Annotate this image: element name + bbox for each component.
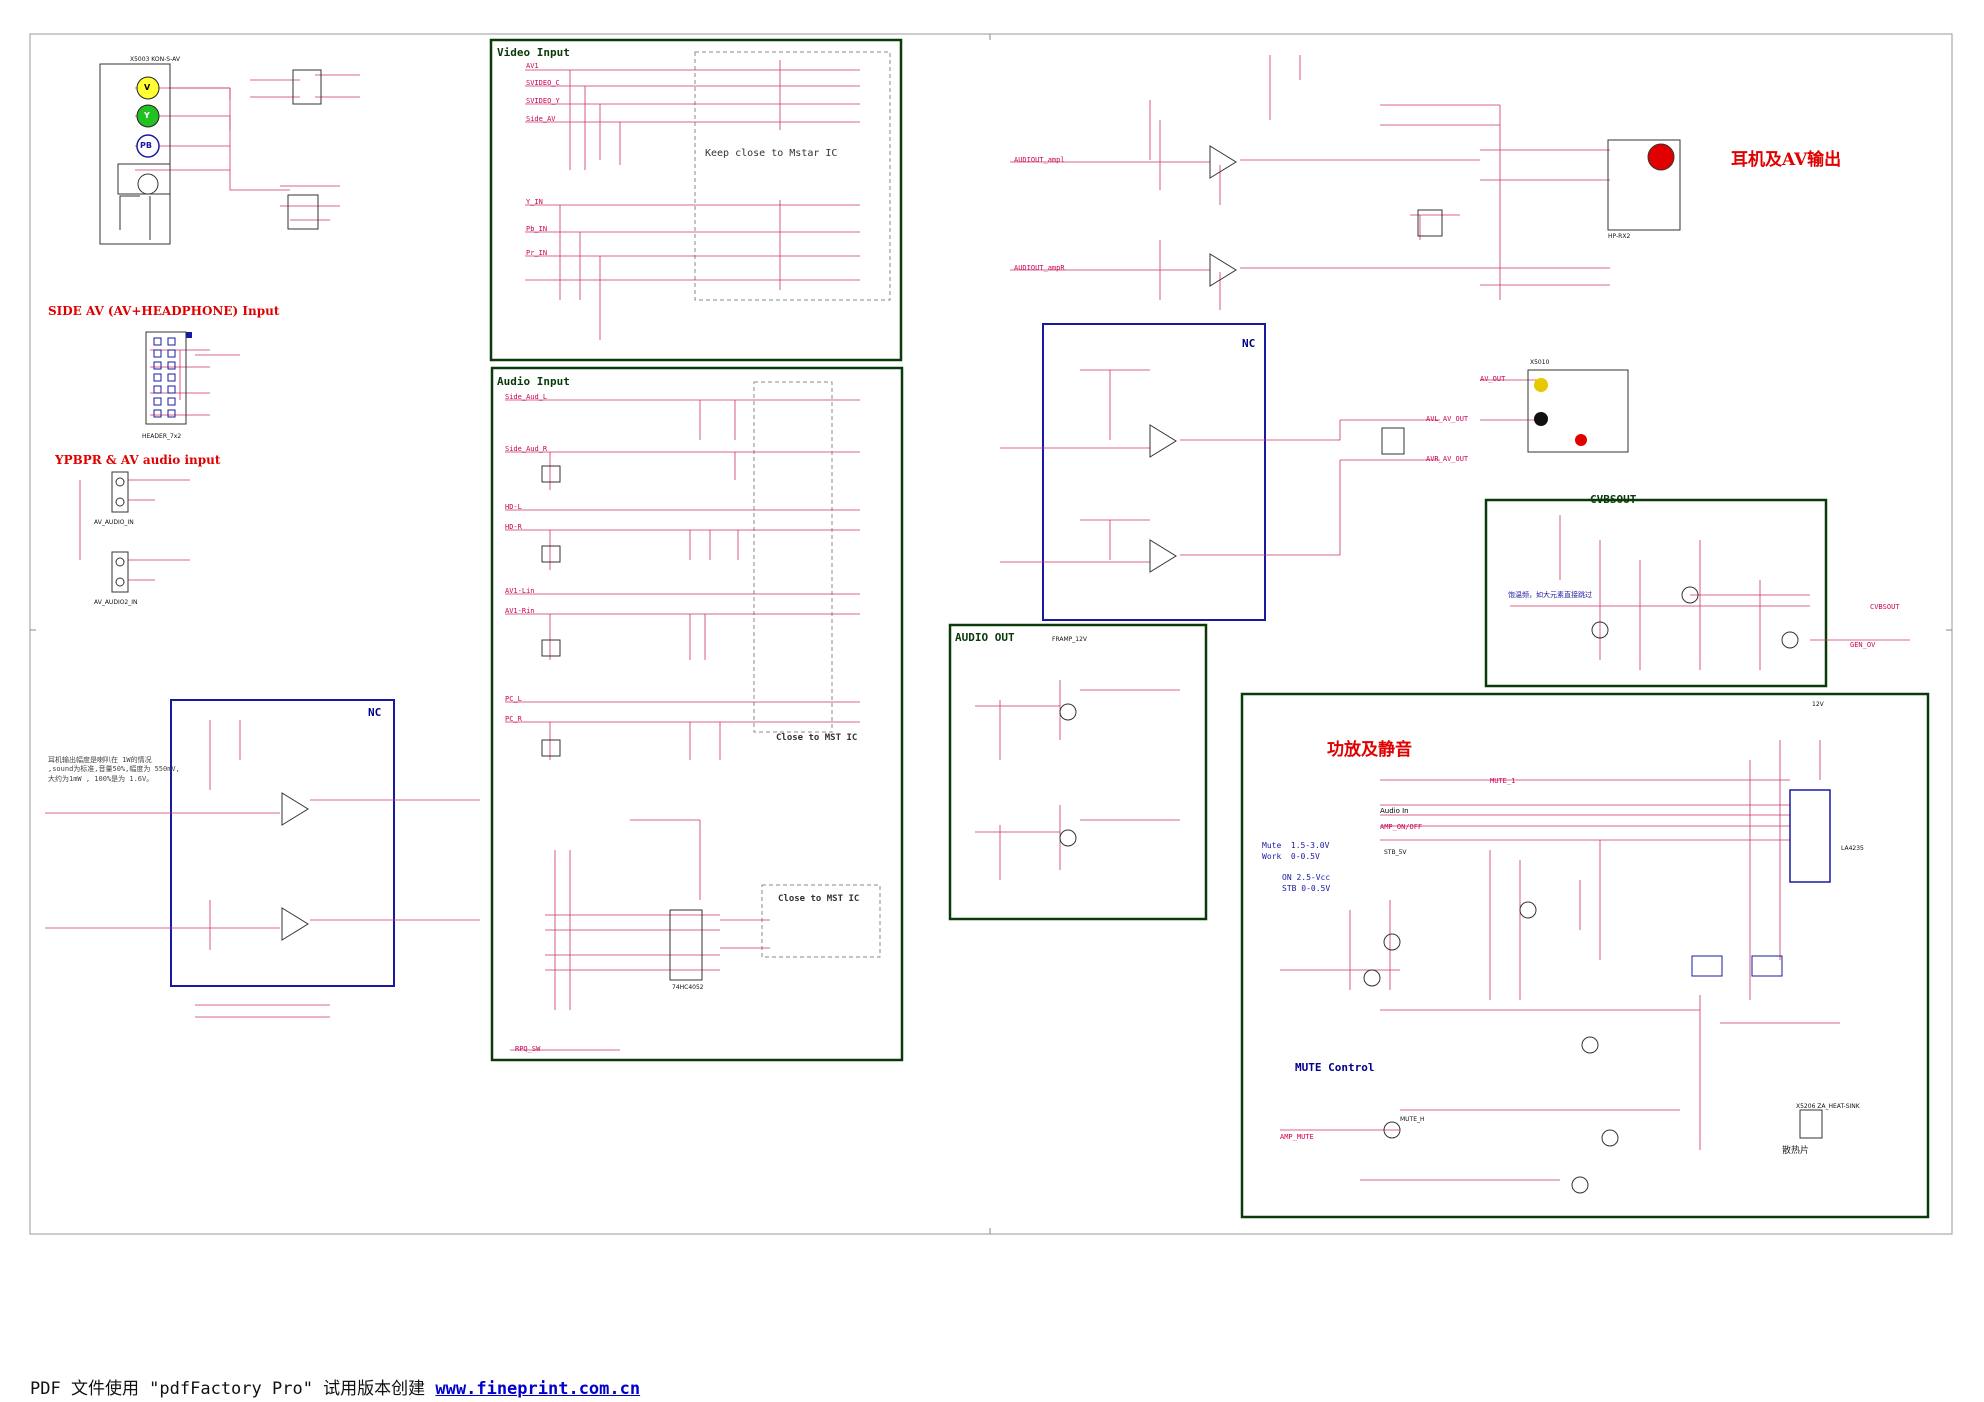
net-framp: FRAMP_12V <box>1052 636 1088 643</box>
net-rpq-sw: RPQ_SW <box>515 1045 541 1053</box>
keep-close-note: Keep close to Mstar IC <box>705 148 838 159</box>
amp-mute-box <box>1240 692 1930 1219</box>
close-mst-note-1: Close to MST IC <box>776 733 858 743</box>
net-av1-rin: AV1-Rin <box>505 607 535 615</box>
net-amp-onoff: AMP_ON/OFF <box>1380 823 1423 831</box>
nc-title-left: NC <box>368 706 382 719</box>
header-label: HEADER_7x2 <box>142 433 182 440</box>
net-pc-r: PC_R <box>505 715 522 723</box>
x5003-connector <box>99 63 171 245</box>
net-side-aud-r: Side_Aud_R <box>505 445 548 453</box>
x5010-label: X5010 <box>1530 359 1550 366</box>
net-svideo-c: SVIDEO_C <box>526 79 560 87</box>
heatsink-label: 散热片 <box>1782 1146 1810 1156</box>
footer-prefix: PDF 文件使用 "pdfFactory Pro" 试用版本创建 <box>30 1379 436 1399</box>
jack-letter-pb: PB <box>140 141 152 150</box>
audio-out-box <box>948 623 1208 921</box>
net-mute-h: MUTE_H <box>1400 1116 1425 1123</box>
side-av-caption: SIDE AV (AV+HEADPHONE) Input <box>48 304 280 318</box>
net-audio-in: Audio In <box>1380 807 1409 815</box>
jack-letter-y: Y <box>144 111 150 120</box>
net-gen-ov: GEN_OV <box>1850 641 1876 649</box>
x5003-label: X5003 KON-S-AV <box>130 56 180 63</box>
net-pr-in: Pr_IN <box>526 249 548 257</box>
net-pc-l: PC_L <box>505 695 522 703</box>
net-side-aud-l: Side_Aud_L <box>505 393 548 401</box>
hp-rx2-label: HP-RX2 <box>1608 233 1631 240</box>
ypbpr-caption: YPBPR & AV audio input <box>55 453 221 467</box>
on-stb-note: ON 2.5-Vcc STB 0-0.5V <box>1282 873 1331 894</box>
x5206-label: X5206 ZA_HEAT-SINK <box>1796 1103 1860 1110</box>
header-7x2 <box>145 331 192 425</box>
mute-levels-note: Mute 1.5-3.0V Work 0-0.5V <box>1262 841 1330 862</box>
net-svideo-y: SVIDEO_Y <box>526 97 560 105</box>
net-av1-lin: AV1-Lin <box>505 587 535 595</box>
cvbs-note: 饱温频，如大元素直接跳过 <box>1508 591 1592 599</box>
ic-74hc4052 <box>669 909 703 981</box>
74hc4052-label: 74HC4052 <box>672 984 704 991</box>
av-audio-in-label: AV_AUDIO_IN <box>94 519 134 526</box>
nc-box-left <box>170 699 395 987</box>
amp-mute-caption: 功放及静音 <box>1327 740 1412 760</box>
net-avl-out: AVL_AV_OUT <box>1426 415 1469 423</box>
net-y-in: Y_IN <box>526 198 543 206</box>
net-hd-l: HD-L <box>505 503 522 511</box>
jack-letter-v: V <box>144 83 151 92</box>
net-audiout-ampl: AUDIOUT_ampl <box>1014 156 1065 164</box>
headphone-av-out-caption: 耳机及AV输出 <box>1731 150 1842 170</box>
net-mute-1: MUTE_1 <box>1490 777 1516 785</box>
cvbsout-box <box>1484 498 1828 688</box>
earphone-note: 耳机输出幅度是喇叭在 1W的情况 ,sound为标准,音量50%,幅度为 550… <box>48 756 180 783</box>
audio-input-title: Audio Input <box>497 375 570 388</box>
amp-ic-la4235 <box>1789 789 1831 883</box>
video-input-box <box>489 38 903 362</box>
la4235-label: LA4235 <box>1841 845 1864 852</box>
video-input-title: Video Input <box>497 46 570 59</box>
close-mst-note-2: Close to MST IC <box>778 894 860 904</box>
av-audio2-in-label: AV_AUDIO2_IN <box>94 599 138 606</box>
footer-link[interactable]: www.fineprint.com.cn <box>435 1379 641 1399</box>
net-pb-in: Pb_IN <box>526 225 548 233</box>
net-audiout-ampr: AUDIOUT_ampR <box>1014 264 1065 272</box>
net-12v: 12V <box>1812 701 1824 708</box>
net-av1: AV1 <box>526 62 539 70</box>
net-av-out: AV_OUT <box>1480 375 1506 383</box>
mute-control-title: MUTE Control <box>1295 1061 1375 1074</box>
audio-input-box <box>490 366 904 1062</box>
nc-title-top: NC <box>1242 337 1256 350</box>
audio-out-title: AUDIO OUT <box>955 631 1015 644</box>
pdf-footer: PDF 文件使用 "pdfFactory Pro" 试用版本创建 www.fin… <box>30 1381 640 1398</box>
net-stb-5v: STB_5V <box>1384 849 1407 856</box>
cvbsout-title: CVBSOUT <box>1590 493 1637 506</box>
net-amp-mute: AMP_MUTE <box>1280 1133 1314 1141</box>
nc-box-top <box>1042 323 1266 621</box>
net-hd-r: HD-R <box>505 523 522 531</box>
net-cvbs-out: CVBSOUT <box>1870 603 1900 611</box>
net-avr-out: AVR_AV_OUT <box>1426 455 1469 463</box>
net-side-av: Side_AV <box>526 115 556 123</box>
